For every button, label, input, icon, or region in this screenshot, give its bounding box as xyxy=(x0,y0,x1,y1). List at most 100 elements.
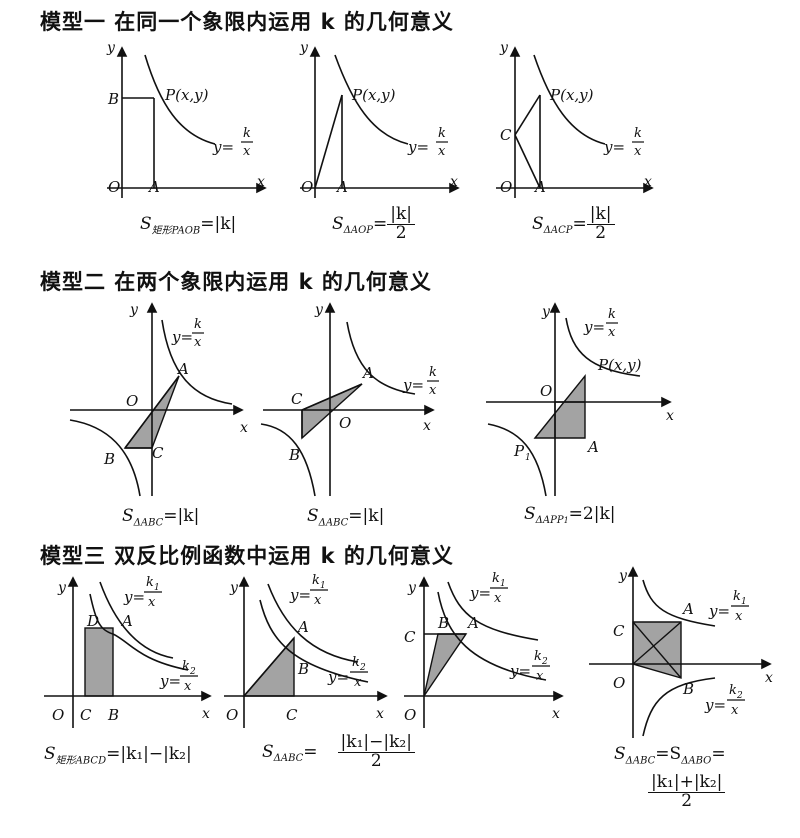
svg-text:1: 1 xyxy=(741,597,747,607)
svg-text:y=: y= xyxy=(289,586,311,604)
y-axis-label: y xyxy=(299,40,309,56)
svg-text:k: k xyxy=(492,571,500,586)
x-axis-label: x xyxy=(644,174,652,190)
point-a-label: A xyxy=(147,178,160,196)
model1-formula-rectangle: S矩形PAOB=|k| xyxy=(140,214,237,237)
model3-formula-two-quadrant-fraction: |k₁|+|k₂|2 xyxy=(648,773,726,811)
svg-text:2: 2 xyxy=(541,657,548,667)
point-a-label: A xyxy=(296,618,309,636)
curve-equation: y= k x xyxy=(212,126,253,159)
origin-label: O xyxy=(301,178,313,196)
svg-text:k: k xyxy=(182,659,190,674)
point-c-label: C xyxy=(152,444,164,462)
point-a-label: A xyxy=(533,178,546,196)
model2-graph-abc-2: y x O A B C y= k x xyxy=(260,302,439,497)
point-a-label: A xyxy=(586,438,599,456)
curve-equation: y= k x xyxy=(583,307,618,340)
svg-text:1: 1 xyxy=(500,579,506,589)
point-b-label: B xyxy=(297,660,309,678)
svg-text:1: 1 xyxy=(320,581,326,591)
origin-label: O xyxy=(540,382,552,400)
y-axis-label: y xyxy=(129,302,139,318)
point-b-label: B xyxy=(288,446,300,464)
svg-text:y=: y= xyxy=(171,328,193,346)
model1-heading: 模型一 在同一个象限内运用 k 的几何意义 xyxy=(40,10,454,34)
model3-formula-two-quadrant: SΔABC=SΔABO= xyxy=(614,744,726,767)
svg-text:y=: y= xyxy=(509,662,531,680)
svg-text:x: x xyxy=(194,335,202,350)
svg-text:x: x xyxy=(243,144,251,159)
model2-graph-app1: y x O A P(x,y) P 1 y= k x xyxy=(486,302,674,497)
model1-graph-triangle-aop: y x O A P(x,y) y= k x xyxy=(299,40,460,198)
svg-text:k: k xyxy=(194,317,202,332)
curve-equation: y= k x xyxy=(402,365,439,398)
origin-label: O xyxy=(339,414,351,432)
model1-formula-triangle-acp: SΔACP=|k|2 xyxy=(532,205,615,243)
point-a-label: A xyxy=(335,178,348,196)
svg-text:1: 1 xyxy=(154,583,160,593)
svg-text:x: x xyxy=(354,675,362,690)
svg-text:x: x xyxy=(494,591,502,606)
model1-graph-triangle-acp: y x O A C P(x,y) y= k x xyxy=(496,40,654,198)
origin-label: O xyxy=(126,392,138,410)
model2-formula-abc-1: SΔABC=|k| xyxy=(122,506,200,529)
svg-text:2: 2 xyxy=(189,667,196,677)
svg-text:k: k xyxy=(733,589,741,604)
y-axis-label: y xyxy=(314,302,324,318)
svg-text:P: P xyxy=(513,442,525,460)
x-axis-label: x xyxy=(423,418,431,434)
model2-formula-app1: SΔAPP1=2|k| xyxy=(524,504,616,527)
svg-text:x: x xyxy=(731,703,739,718)
point-c-label: C xyxy=(613,622,625,640)
svg-text:y=: y= xyxy=(583,318,605,336)
model3-formula-rectangle: S矩形ABCD=|k₁|−|k₂| xyxy=(44,744,192,767)
point-b-label: B xyxy=(107,706,119,724)
origin-label: O xyxy=(404,706,416,724)
point-p-label: P(x,y) xyxy=(164,86,209,104)
svg-text:y=: y= xyxy=(159,672,181,690)
svg-text:y=: y= xyxy=(402,376,424,394)
model1-graph-rectangle: y x O A B P(x,y) y= k x xyxy=(106,40,267,198)
x-axis-label: x xyxy=(666,408,674,424)
point-c-label: C xyxy=(404,628,416,646)
svg-text:x: x xyxy=(184,679,192,694)
model2-heading: 模型二 在两个象限内运用 k 的几何意义 xyxy=(40,270,432,294)
x-axis-label: x xyxy=(450,174,458,190)
point-c-label: C xyxy=(80,706,92,724)
point-a-label: A xyxy=(361,364,374,382)
svg-text:k: k xyxy=(146,575,154,590)
curve-equation: y= k x xyxy=(171,317,204,350)
origin-label: O xyxy=(108,178,120,196)
point-d-label: D xyxy=(86,612,99,630)
svg-text:y=: y= xyxy=(708,602,730,620)
svg-text:y=: y= xyxy=(407,138,429,156)
point-b-label: B xyxy=(682,680,694,698)
svg-text:2: 2 xyxy=(736,691,743,701)
svg-text:k: k xyxy=(608,307,616,322)
svg-text:k: k xyxy=(429,365,437,380)
point-c-label: C xyxy=(291,390,303,408)
point-p-label: P(x,y) xyxy=(549,86,594,104)
x-axis-label: x xyxy=(376,706,384,722)
y-axis-label: y xyxy=(106,40,116,56)
origin-label: O xyxy=(500,178,512,196)
svg-text:k: k xyxy=(243,126,251,141)
svg-text:y=: y= xyxy=(327,668,349,686)
model2-graph-abc-1: y x O A B C y= k x xyxy=(69,302,248,497)
svg-text:x: x xyxy=(608,325,616,340)
y-axis-label: y xyxy=(541,304,551,320)
point-a-label: A xyxy=(466,614,479,632)
point-c-label: C xyxy=(500,126,512,144)
origin-label: O xyxy=(226,706,238,724)
svg-text:x: x xyxy=(536,669,544,684)
svg-text:k: k xyxy=(438,126,446,141)
origin-label: O xyxy=(613,674,625,692)
y-axis-label: y xyxy=(229,580,239,596)
